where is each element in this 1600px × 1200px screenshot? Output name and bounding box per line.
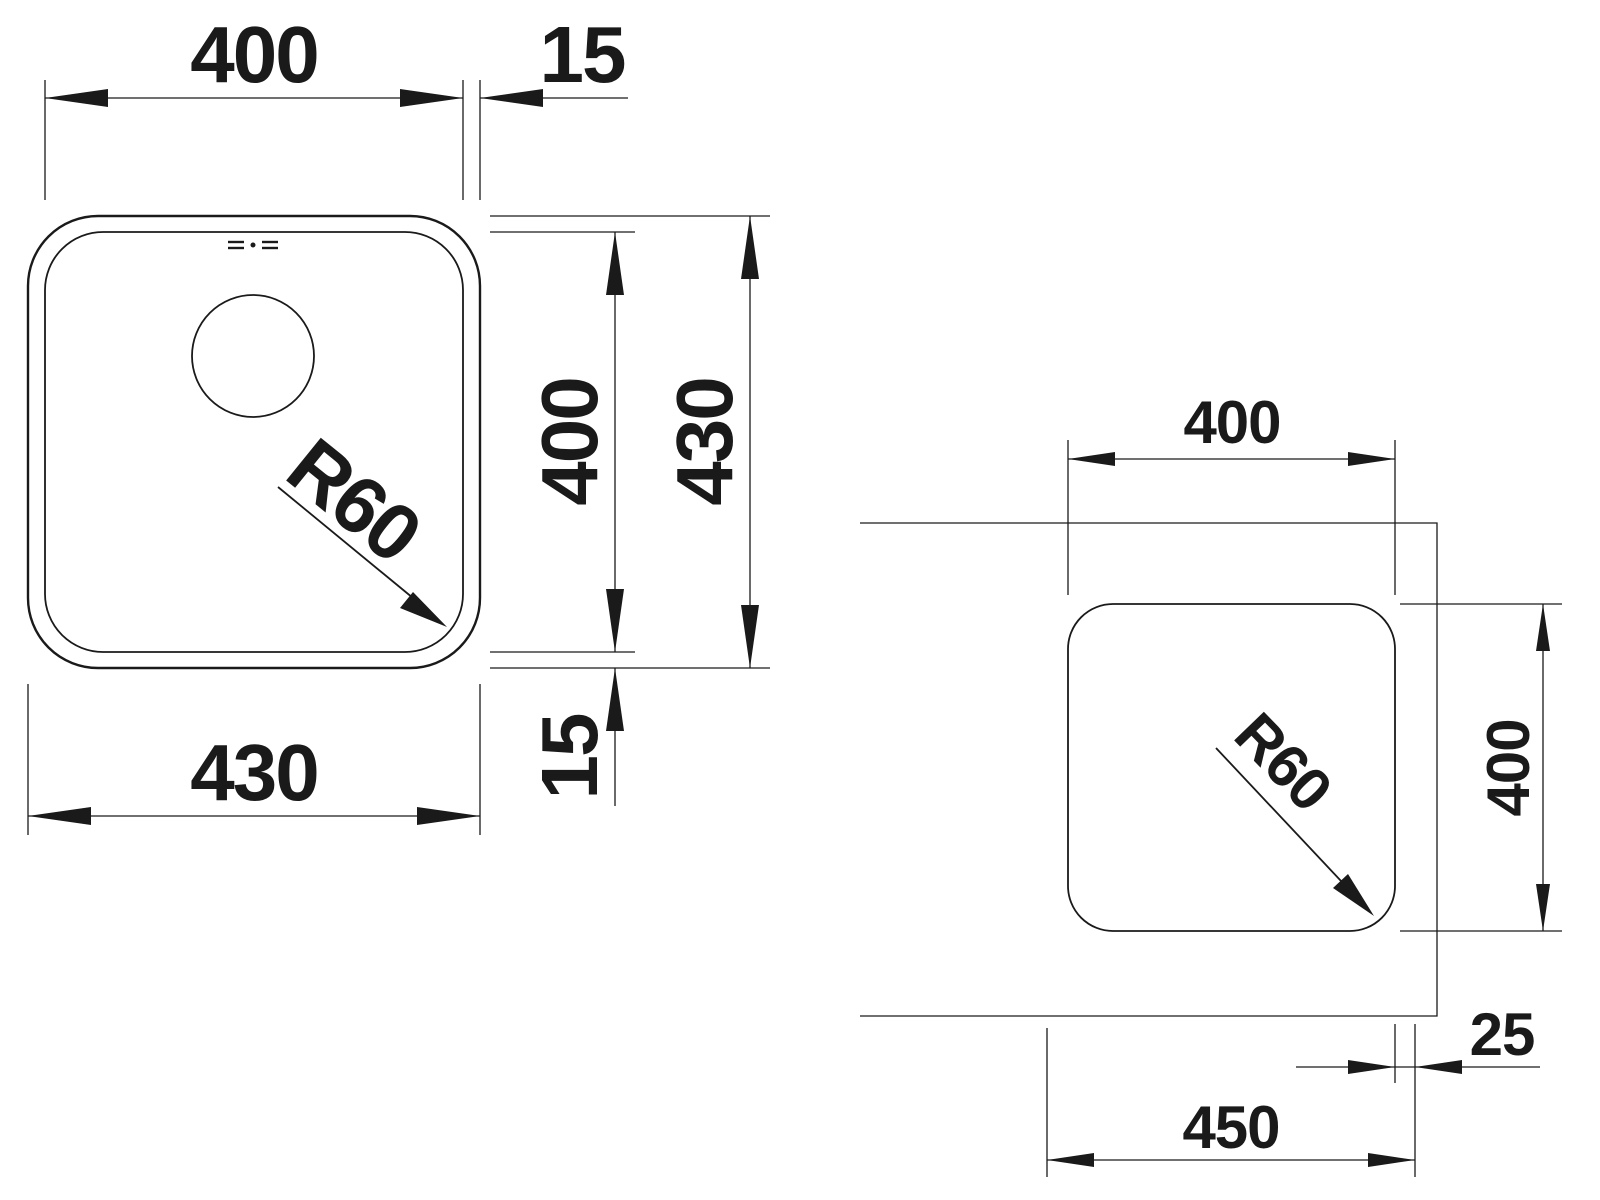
dim-line-outer-width	[28, 807, 480, 825]
dim-line-outer-height	[741, 216, 759, 668]
drain-hole	[191, 294, 315, 418]
cutout-shape	[1067, 603, 1396, 932]
cutout-dim-width-label: 400	[1183, 389, 1280, 456]
cutout-dim-line-cabinet	[1047, 1153, 1415, 1167]
cutout-view: R60 400 400 25	[860, 389, 1562, 1177]
cutout-radius-leader	[1215, 747, 1374, 916]
dim-flange-label: 15	[540, 10, 625, 99]
dim-outer-height-label: 430	[660, 378, 749, 505]
dim-line-inner-width	[45, 89, 463, 107]
dim-inner-width-label: 400	[190, 10, 317, 99]
cutout-dim-line-height	[1536, 604, 1550, 931]
dim-line-inner-height	[606, 232, 624, 652]
cutout-dim-line-offset	[1296, 1060, 1540, 1074]
dim-outer-width-label: 430	[190, 728, 317, 817]
dim-line-bottom-flange	[606, 668, 624, 806]
radius-label: R60	[271, 421, 436, 579]
cutout-dim-height-label: 400	[1475, 719, 1542, 816]
sink-outer-rim	[26, 214, 482, 670]
cutout-radius-label: R60	[1222, 700, 1345, 824]
cutout-dim-cabinet-label: 450	[1182, 1094, 1279, 1161]
cutout-dim-line-width	[1068, 452, 1395, 466]
overflow-icon	[228, 240, 278, 250]
sink-inner-bowl	[44, 231, 464, 653]
sink-top-view: R60 400 15 400	[26, 10, 770, 835]
radius-leader	[277, 486, 447, 627]
cabinet-outline	[860, 522, 1438, 1017]
dim-inner-height-label: 400	[525, 378, 614, 505]
dim-bottom-flange-label: 15	[525, 714, 614, 799]
cutout-dim-offset-label: 25	[1470, 1001, 1535, 1068]
dim-line-flange	[480, 89, 628, 107]
